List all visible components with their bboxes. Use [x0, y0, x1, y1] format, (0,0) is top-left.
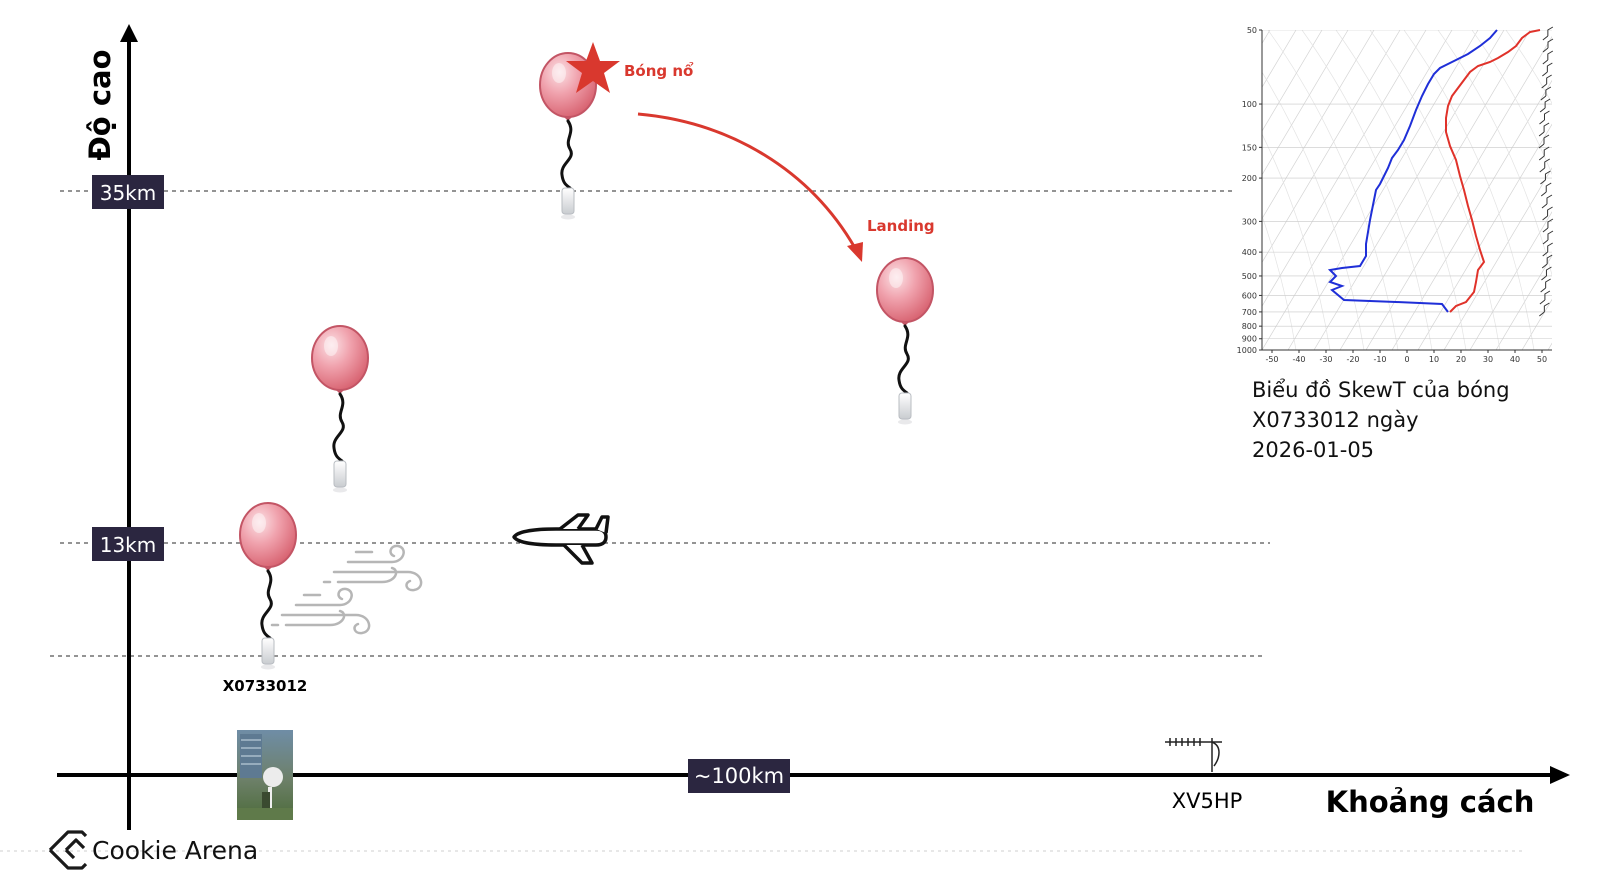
distance-label-bg: [688, 759, 790, 793]
skewt-temperature-ticks: -50 -40 -30 -20 -10 0 10 20 30 40 50: [1265, 350, 1547, 364]
balloon-icon-launch: [238, 501, 298, 671]
skewt-temperature-tick-label: -20: [1346, 355, 1359, 364]
skewt-pressure-tick-label: 50: [1247, 26, 1257, 35]
skewt-wind-barb: [1538, 134, 1550, 149]
skewt-pressure-tick-label: 300: [1242, 217, 1257, 226]
logo-text: Cookie Arena: [92, 836, 258, 865]
burst-star-icon: [566, 42, 620, 93]
skewt-wind-barb: [1540, 182, 1552, 197]
skewt-wind-barb: [1542, 38, 1554, 53]
descent-arrowhead: [847, 242, 863, 262]
skewt-temperature-tick-label: -40: [1292, 355, 1305, 364]
skewt-temperature-tick-label: -10: [1373, 355, 1386, 364]
balloon-icon-ascent: [310, 324, 370, 494]
skewt-wind-barb: [1542, 50, 1554, 65]
skewt-pressure-tick-label: 400: [1242, 248, 1257, 257]
skewt-wind-barb: [1539, 302, 1550, 317]
skewt-temperature-tick-label: -30: [1319, 355, 1332, 364]
skewt-temperature-tick-label: 40: [1510, 355, 1520, 364]
level-label-13km: 13km: [100, 533, 157, 557]
skewt-wind-barb: [1542, 242, 1553, 257]
skewt-pressure-tick-label: 800: [1242, 322, 1257, 331]
station-label: XV5HP: [1172, 789, 1243, 813]
landing-label: Landing: [867, 217, 935, 235]
x-axis-label: Khoảng cách: [1326, 785, 1535, 819]
skewt-wind-barb: [1538, 122, 1550, 137]
skewt-pressure-tick-label: 200: [1242, 174, 1257, 183]
y-axis-label: Độ cao: [83, 49, 117, 160]
wind-icon-lower: [270, 587, 371, 635]
skewt-wind-barb: [1538, 146, 1550, 161]
skewt-pressure-tick-label: 600: [1242, 291, 1257, 300]
skewt-dewpoint-trace: [1327, 29, 1498, 313]
skewt-pressure-tick-label: 100: [1242, 100, 1257, 109]
skewt-wind-barb: [1541, 194, 1553, 209]
balloon-icon-landing: [875, 256, 935, 426]
skewt-wind-barb: [1542, 62, 1553, 77]
skewt-pressure-tick-label: 700: [1242, 308, 1257, 317]
distance-label: ~100km: [694, 764, 784, 788]
skewt-wind-barbs: [1538, 26, 1554, 317]
burst-label: Bóng nổ: [624, 61, 694, 80]
skewt-temperature-trace: [1445, 29, 1541, 313]
skewt-temperature-tick-label: 30: [1483, 355, 1493, 364]
skewt-temperature-tick-label: 50: [1537, 355, 1547, 364]
skewt-wind-barb: [1541, 254, 1553, 269]
level-label-13km-bg: [92, 527, 164, 561]
y-axis-arrowhead: [120, 24, 138, 42]
skewt-pressure-tick-label: 150: [1242, 143, 1257, 152]
skewt-temperature-tick-label: -50: [1265, 355, 1278, 364]
balloon-id-label: X0733012: [223, 677, 308, 695]
level-label-35km-bg: [92, 175, 164, 209]
skewt-wind-barb: [1539, 158, 1550, 173]
skewt-caption-line-2: X0733012 ngày: [1252, 408, 1419, 432]
skewt-wind-barb: [1539, 290, 1551, 305]
wind-icon-upper: [322, 544, 423, 592]
cookie-arena-logo: [48, 830, 88, 870]
skewt-wind-barb: [1539, 110, 1550, 125]
skewt-wind-barb: [1542, 26, 1554, 41]
descent-arrow: [637, 112, 857, 249]
skewt-pressure-tick-label: 900: [1242, 335, 1257, 344]
skewt-wind-barb: [1540, 278, 1551, 293]
skewt-wind-barb: [1539, 98, 1551, 113]
skewt-wind-barb: [1542, 218, 1554, 233]
x-axis-arrowhead: [1550, 766, 1570, 784]
skewt-wind-barb: [1541, 74, 1552, 89]
skewt-wind-barb: [1541, 266, 1552, 281]
skewt-wind-barb: [1542, 230, 1554, 245]
antenna-icon: [1165, 738, 1222, 772]
photo-thumbnail: [237, 730, 293, 820]
skewt-wind-barb: [1540, 86, 1552, 101]
skewt-temperature-tick-label: 20: [1456, 355, 1466, 364]
level-label-35km: 35km: [100, 181, 157, 205]
skewt-temperature-tick-label: 0: [1404, 355, 1409, 364]
skewt-caption-line-3: 2026-01-05: [1252, 438, 1374, 462]
skewt-wind-barb: [1542, 206, 1553, 221]
airplane-icon: [512, 513, 610, 565]
skewt-wind-barb: [1540, 170, 1551, 185]
skewt-caption-line-1: Biểu đồ SkewT của bóng: [1252, 378, 1510, 402]
skewt-grid: [1262, 30, 1552, 350]
skewt-temperature-tick-label: 10: [1429, 355, 1439, 364]
skewt-pressure-tick-label: 500: [1242, 272, 1257, 281]
skewt-pressure-tick-label: 1000: [1237, 346, 1257, 355]
skewt-pressure-ticks: 50 100 150 200 300 400 500 600 700 800 900 1000: [1237, 26, 1262, 355]
